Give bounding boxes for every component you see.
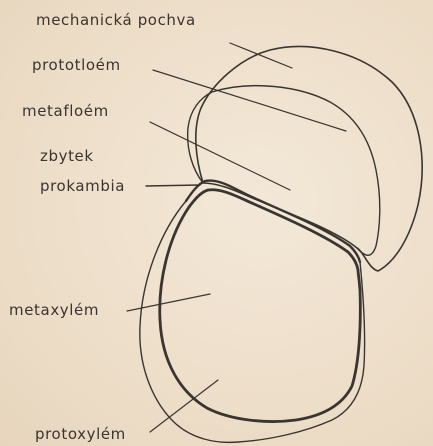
label-protoxylem: protoxylém xyxy=(35,425,126,443)
mechanical-sheath-outline xyxy=(196,47,422,271)
procambium-band-lower xyxy=(189,190,358,270)
procambium-band-upper xyxy=(186,181,360,262)
label-mechanical-sheath: mechanická pochva xyxy=(36,11,196,29)
label-protophloem: prototloém xyxy=(32,56,121,74)
leader-line-protophloem xyxy=(153,70,346,131)
leader-line-metaxylem xyxy=(127,294,210,311)
label-procambium-line1: zbytek xyxy=(40,147,94,165)
leader-line-procambium xyxy=(146,185,200,186)
label-metaxylem: metaxylém xyxy=(9,301,99,319)
label-procambium-line2: prokambia xyxy=(40,177,125,195)
label-metaphloem: metafloém xyxy=(22,102,109,120)
leader-line-metaphloem xyxy=(150,122,290,190)
